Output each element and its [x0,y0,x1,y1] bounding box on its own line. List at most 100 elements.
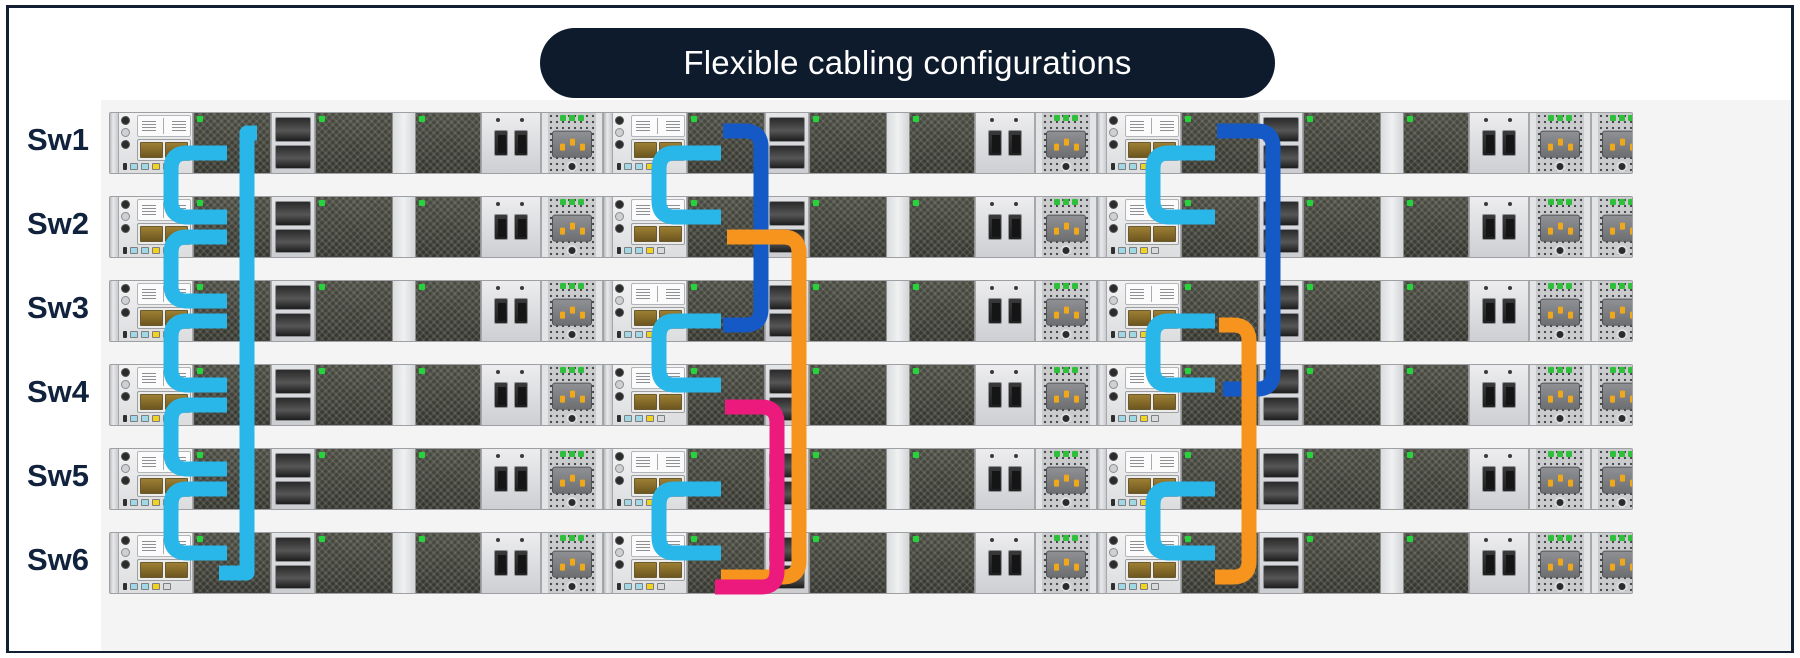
sfp-cage[interactable] [1469,449,1529,509]
management-panel[interactable] [1107,197,1181,257]
power-supply-module[interactable] [1591,281,1632,341]
uplink-port-cage[interactable] [1259,365,1303,425]
management-panel[interactable] [613,113,687,173]
power-supply-module[interactable] [541,281,603,341]
uplink-port-cage[interactable] [271,197,315,257]
switch-unit[interactable] [109,364,645,426]
management-panel[interactable] [119,449,193,509]
power-supply-module[interactable] [1035,197,1097,257]
switch-unit[interactable] [1097,364,1633,426]
switch-unit[interactable] [1097,112,1633,174]
power-supply-module[interactable] [1035,113,1097,173]
rj45-port-pair[interactable] [137,139,191,161]
power-supply-module[interactable] [1591,197,1632,257]
rj45-port-pair[interactable] [631,391,685,413]
sfp-cage[interactable] [975,365,1035,425]
power-supply-module[interactable] [541,197,603,257]
rj45-port-pair[interactable] [1125,559,1179,581]
power-supply-module[interactable] [1591,365,1632,425]
uplink-port-cage[interactable] [271,533,315,593]
rj45-port-pair[interactable] [1125,223,1179,245]
uplink-port-cage[interactable] [271,281,315,341]
switch-unit[interactable] [109,448,645,510]
power-supply-module[interactable] [1035,281,1097,341]
uplink-port-cage[interactable] [1259,281,1303,341]
power-supply-module[interactable] [1035,533,1097,593]
switch-unit[interactable] [109,532,645,594]
uplink-port-cage[interactable] [1259,197,1303,257]
uplink-port-cage[interactable] [1259,533,1303,593]
sfp-cage[interactable] [1469,113,1529,173]
switch-unit[interactable] [109,112,645,174]
uplink-port-cage[interactable] [765,365,809,425]
power-supply-module[interactable] [1529,449,1591,509]
switch-unit[interactable] [603,532,1139,594]
switch-unit[interactable] [1097,280,1633,342]
management-panel[interactable] [1107,533,1181,593]
management-panel[interactable] [1107,281,1181,341]
rj45-port-pair[interactable] [631,139,685,161]
rj45-port-pair[interactable] [137,391,191,413]
management-panel[interactable] [613,365,687,425]
management-panel[interactable] [613,197,687,257]
rj45-port-pair[interactable] [631,475,685,497]
rj45-port-pair[interactable] [137,475,191,497]
rj45-port-pair[interactable] [1125,307,1179,329]
sfp-cage[interactable] [1469,365,1529,425]
uplink-port-cage[interactable] [271,113,315,173]
uplink-port-cage[interactable] [271,365,315,425]
management-panel[interactable] [613,533,687,593]
management-panel[interactable] [119,197,193,257]
rj45-port-pair[interactable] [137,307,191,329]
uplink-port-cage[interactable] [765,533,809,593]
uplink-port-cage[interactable] [765,449,809,509]
uplink-port-cage[interactable] [765,197,809,257]
management-panel[interactable] [613,449,687,509]
switch-unit[interactable] [1097,532,1633,594]
power-supply-module[interactable] [1591,533,1632,593]
uplink-port-cage[interactable] [1259,113,1303,173]
switch-unit[interactable] [603,112,1139,174]
sfp-cage[interactable] [1469,197,1529,257]
sfp-cage[interactable] [975,281,1035,341]
sfp-cage[interactable] [975,113,1035,173]
sfp-cage[interactable] [1469,281,1529,341]
sfp-cage[interactable] [975,449,1035,509]
rj45-port-pair[interactable] [137,559,191,581]
power-supply-module[interactable] [1035,449,1097,509]
management-panel[interactable] [119,533,193,593]
management-panel[interactable] [1107,365,1181,425]
rj45-port-pair[interactable] [137,223,191,245]
sfp-cage[interactable] [975,197,1035,257]
power-supply-module[interactable] [541,449,603,509]
rj45-port-pair[interactable] [1125,475,1179,497]
sfp-cage[interactable] [481,281,541,341]
management-panel[interactable] [119,113,193,173]
sfp-cage[interactable] [975,533,1035,593]
switch-unit[interactable] [603,448,1139,510]
power-supply-module[interactable] [541,365,603,425]
sfp-cage[interactable] [481,533,541,593]
power-supply-module[interactable] [1591,449,1632,509]
rj45-port-pair[interactable] [631,223,685,245]
rj45-port-pair[interactable] [631,559,685,581]
sfp-cage[interactable] [481,113,541,173]
power-supply-module[interactable] [541,113,603,173]
management-panel[interactable] [119,281,193,341]
management-panel[interactable] [119,365,193,425]
sfp-cage[interactable] [481,449,541,509]
switch-unit[interactable] [1097,448,1633,510]
rj45-port-pair[interactable] [631,307,685,329]
switch-unit[interactable] [109,196,645,258]
switch-unit[interactable] [603,280,1139,342]
uplink-port-cage[interactable] [765,113,809,173]
power-supply-module[interactable] [1529,533,1591,593]
uplink-port-cage[interactable] [1259,449,1303,509]
power-supply-module[interactable] [1529,281,1591,341]
power-supply-module[interactable] [541,533,603,593]
management-panel[interactable] [613,281,687,341]
sfp-cage[interactable] [481,365,541,425]
sfp-cage[interactable] [1469,533,1529,593]
uplink-port-cage[interactable] [765,281,809,341]
sfp-cage[interactable] [481,197,541,257]
